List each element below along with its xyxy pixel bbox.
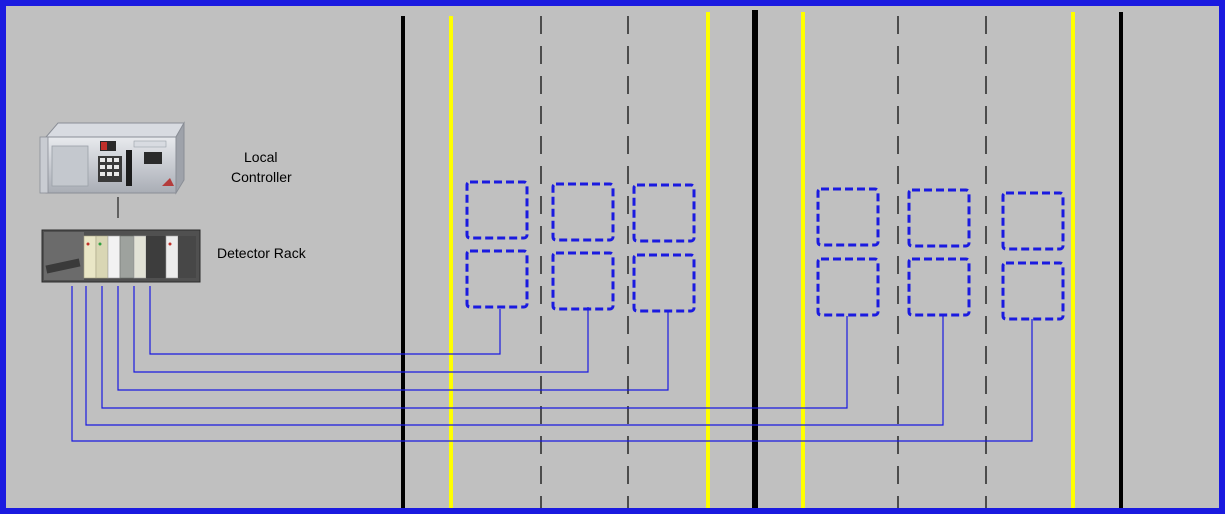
loop-lane6-upstream	[1003, 193, 1063, 249]
detector-rack-icon	[42, 230, 200, 282]
loop-lane3-downstream	[634, 255, 694, 311]
loop-lane1-downstream	[467, 251, 527, 307]
loop-lane2-upstream	[553, 184, 613, 240]
loop-lane6-downstream	[1003, 263, 1063, 319]
loop-lane2-downstream	[553, 253, 613, 309]
controller-label-line1: Local	[244, 149, 277, 165]
detector-loops	[467, 182, 1063, 319]
detector-rack-label: Detector Rack	[217, 245, 307, 261]
detector-wires	[72, 286, 1032, 441]
traffic-controller-cabinet-icon	[40, 123, 184, 193]
loop-lane5-downstream	[909, 259, 969, 315]
loop-lane4-downstream	[818, 259, 878, 315]
loop-lane5-upstream	[909, 190, 969, 246]
loop-lane4-upstream	[818, 189, 878, 245]
loop-lane3-upstream	[634, 185, 694, 241]
wire-1	[150, 286, 500, 354]
road-lines	[403, 10, 1121, 508]
wire-3	[118, 286, 668, 390]
loop-lane1-upstream	[467, 182, 527, 238]
wire-6	[72, 286, 1032, 441]
wire-2	[134, 286, 588, 372]
controller-label-line2: Controller	[231, 169, 292, 185]
